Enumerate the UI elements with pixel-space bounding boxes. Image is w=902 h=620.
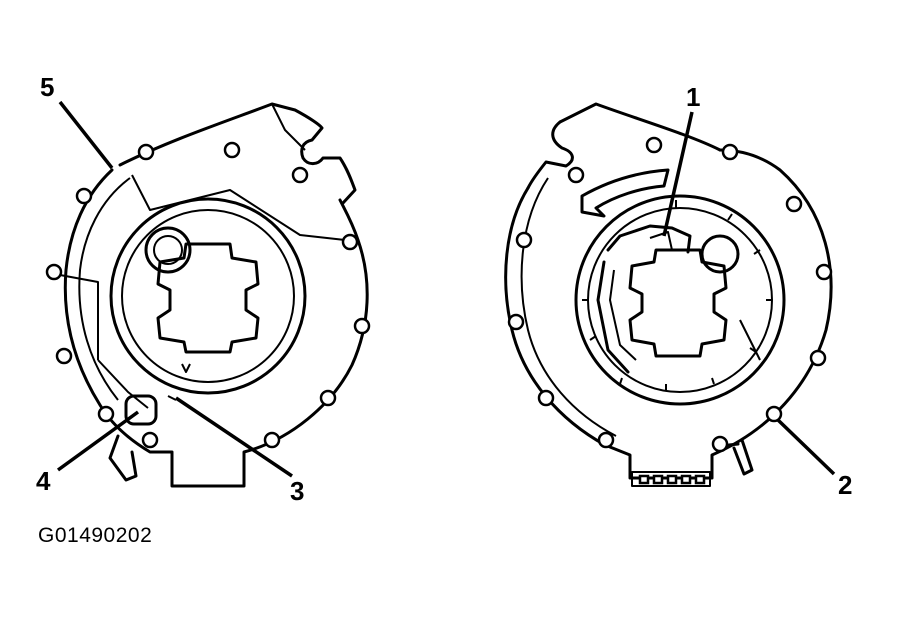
callout-2-leader <box>776 418 836 476</box>
callout-1-label: 1 <box>686 82 700 112</box>
callout-3-label: 3 <box>290 476 304 506</box>
callout-5: 5 <box>40 72 114 170</box>
callout-1-leader <box>662 111 694 237</box>
callout-1: 1 <box>662 82 700 237</box>
callout-4-label: 4 <box>36 466 51 496</box>
callout-3: 3 <box>175 396 304 506</box>
callout-4-leader <box>56 410 140 472</box>
callout-3-leader <box>175 396 293 478</box>
callout-5-label: 5 <box>40 72 54 102</box>
left-view <box>45 102 371 488</box>
callout-5-leader <box>58 100 114 170</box>
right-view <box>504 102 833 487</box>
figure-id: G01490202 <box>38 524 153 547</box>
callout-4: 4 <box>36 410 140 496</box>
callout-2: 2 <box>776 418 852 500</box>
callout-2-label: 2 <box>838 470 852 500</box>
